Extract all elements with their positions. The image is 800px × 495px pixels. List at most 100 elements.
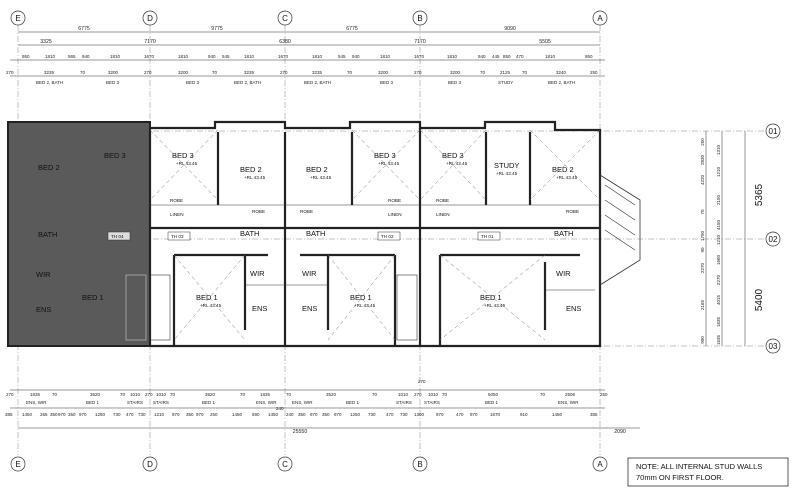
rl-bed3-th02: +RL 43.45 [378, 161, 400, 166]
room-bed2-th01: BED 2 [552, 165, 574, 174]
dim-r3-12: 545 [338, 54, 346, 59]
tag-th04: TH 04 [111, 234, 124, 239]
dim-rc1-1: 2830 [700, 154, 705, 165]
dim-rc1-10: 1635 [716, 334, 721, 345]
dim-r4-13: 3200 [450, 70, 461, 75]
grid-label-02: 02 [769, 235, 778, 244]
dim-r5-1: BED 3 [106, 80, 120, 85]
dim-b3-24: 1250 [350, 412, 361, 417]
dashed-diagonals [149, 129, 601, 341]
dim-b2-0: 270 [6, 392, 14, 397]
dim-b2-11: 1835 [260, 392, 271, 397]
dim-r3-0: 950 [22, 54, 30, 59]
dim-r3-1: 1810 [45, 54, 56, 59]
room-bath-th01: BATH [554, 229, 573, 238]
room-wir-th04: WIR [36, 270, 51, 279]
dim-r4-2: 70 [80, 70, 86, 75]
dim-b1-0: 270 [418, 379, 426, 384]
dim-b3-29: 970 [436, 412, 444, 417]
dim-r4-15: 2125 [500, 70, 511, 75]
dim-r3-2: 565 [68, 54, 76, 59]
dim-b2-7: 1010 [156, 392, 167, 397]
dim-rc1-8: 2165 [700, 299, 705, 310]
grid-label-a-bottom: A [597, 460, 603, 469]
room-bed1-th01: BED 1 [480, 293, 502, 302]
note-box: NOTE: ALL INTERNAL STUD WALLS 70mm ON FI… [627, 457, 789, 487]
dim-b3-22: 350 [322, 412, 330, 417]
robe-th03-b: ROBE [252, 209, 265, 214]
dim-b3-5: 350 [68, 412, 76, 417]
dim-b2-13: 3520 [326, 392, 337, 397]
dim-b2l-10: BED 1 [485, 400, 499, 405]
room-bed1-th04: BED 1 [82, 293, 104, 302]
dim-b2l-3: STAIRS [153, 400, 169, 405]
dim-b2-10: 70 [240, 392, 246, 397]
dim-r3-5: 1670 [144, 54, 155, 59]
townhouse-tags: TH 04 TH 03 TH 02 TH 01 [107, 231, 501, 241]
linen-th01: LINEN [436, 212, 450, 217]
dim-bottom-extra: 2090 [614, 429, 626, 435]
room-bed3-th03: BED 3 [172, 151, 194, 160]
dim-b2-4: 70 [120, 392, 126, 397]
dim-rc2-4: 1660 [716, 254, 721, 265]
dim-r4-6: 70 [212, 70, 218, 75]
dim-b3-28: 1300 [414, 412, 425, 417]
dim-top-1-c: 6775 [346, 26, 358, 32]
room-ens-th03: ENS [252, 304, 267, 313]
linen-th02: LINEN [388, 212, 402, 217]
dim-rc1-7: 4015 [716, 294, 721, 305]
dim-r5-2: BED 3 [186, 80, 200, 85]
rl-bed3-th01: +RL 43.45 [446, 161, 468, 166]
dim-top-2-c: 6380 [279, 39, 291, 45]
tag-th01: TH 01 [481, 234, 494, 239]
grid-bubbles-right: 01 02 03 [765, 123, 781, 354]
dim-b2-14: 70 [372, 392, 378, 397]
note-line-1: NOTE: ALL INTERNAL STUD WALLS [636, 462, 762, 471]
dim-b2-17: 1010 [428, 392, 439, 397]
dim-b3-1: 1450 [22, 412, 33, 417]
dim-b2-8: 70 [170, 392, 176, 397]
room-ens-th01: ENS [566, 304, 581, 313]
dim-b3-15: 250 [210, 412, 218, 417]
room-ens-th02: ENS [302, 304, 317, 313]
room-bath-th03: BATH [240, 229, 259, 238]
rl-bed1-th02: +RL 43.45 [354, 303, 376, 308]
dim-b2l-2: STAIRS [127, 400, 143, 405]
dim-r3-19: 850 [503, 54, 511, 59]
grid-label-b-bottom: B [417, 460, 422, 469]
room-wir-th03: WIR [250, 269, 265, 278]
grid-bubbles-bottom: E D C B A [10, 456, 608, 472]
dim-rc2-1: 1210 [716, 166, 721, 177]
robe-th01-a: ROBE [436, 198, 449, 203]
dim-r4-5: 3200 [178, 70, 189, 75]
dim-b2l-7: BED 1 [346, 400, 360, 405]
dim-b2l-6: ENS, WIR [292, 400, 313, 405]
dim-row4: 270 3235 70 3200 270 3200 70 3235 270 32… [6, 70, 598, 75]
dim-b2-16: 270 [414, 392, 422, 397]
dim-r5-0: BED 2, BATH [36, 80, 63, 85]
dim-b3-18: 1450 [268, 412, 279, 417]
dim-r3-14: 1810 [380, 54, 391, 59]
stairs [125, 274, 418, 341]
dim-top-2-d: 7170 [414, 39, 426, 45]
dim-r3-9: 1810 [244, 54, 255, 59]
dim-b2-20: 70 [540, 392, 546, 397]
dim-b2-15: 1010 [398, 392, 409, 397]
dim-b2l-1: BED 1 [86, 400, 100, 405]
dim-bottom-total: 25550 [293, 429, 308, 435]
note-line-2: 70mm ON FIRST FLOOR. [636, 473, 724, 482]
room-bed1-th03: BED 1 [196, 293, 218, 302]
dim-b2-2: 70 [52, 392, 58, 397]
dim-r4-12: 270 [414, 70, 422, 75]
grid-label-e-bottom: E [15, 460, 20, 469]
tag-th03: TH 03 [171, 234, 184, 239]
dim-b3-25: 730 [368, 412, 376, 417]
dim-b3-20: 350 [298, 412, 306, 417]
dim-row5-labels: BED 2, BATH BED 3 BED 3 BED 2, BATH BED … [36, 80, 575, 85]
walls [148, 120, 602, 348]
room-labels: BED 2 BED 3 BATH WIR ENS BED 1 BED 3 +RL… [36, 151, 581, 314]
dim-r4-16: 70 [522, 70, 528, 75]
dim-rc1-2: 4220 [700, 174, 705, 185]
grid-label-d-bottom: D [147, 460, 153, 469]
dim-b3-32: 1670 [490, 412, 501, 417]
